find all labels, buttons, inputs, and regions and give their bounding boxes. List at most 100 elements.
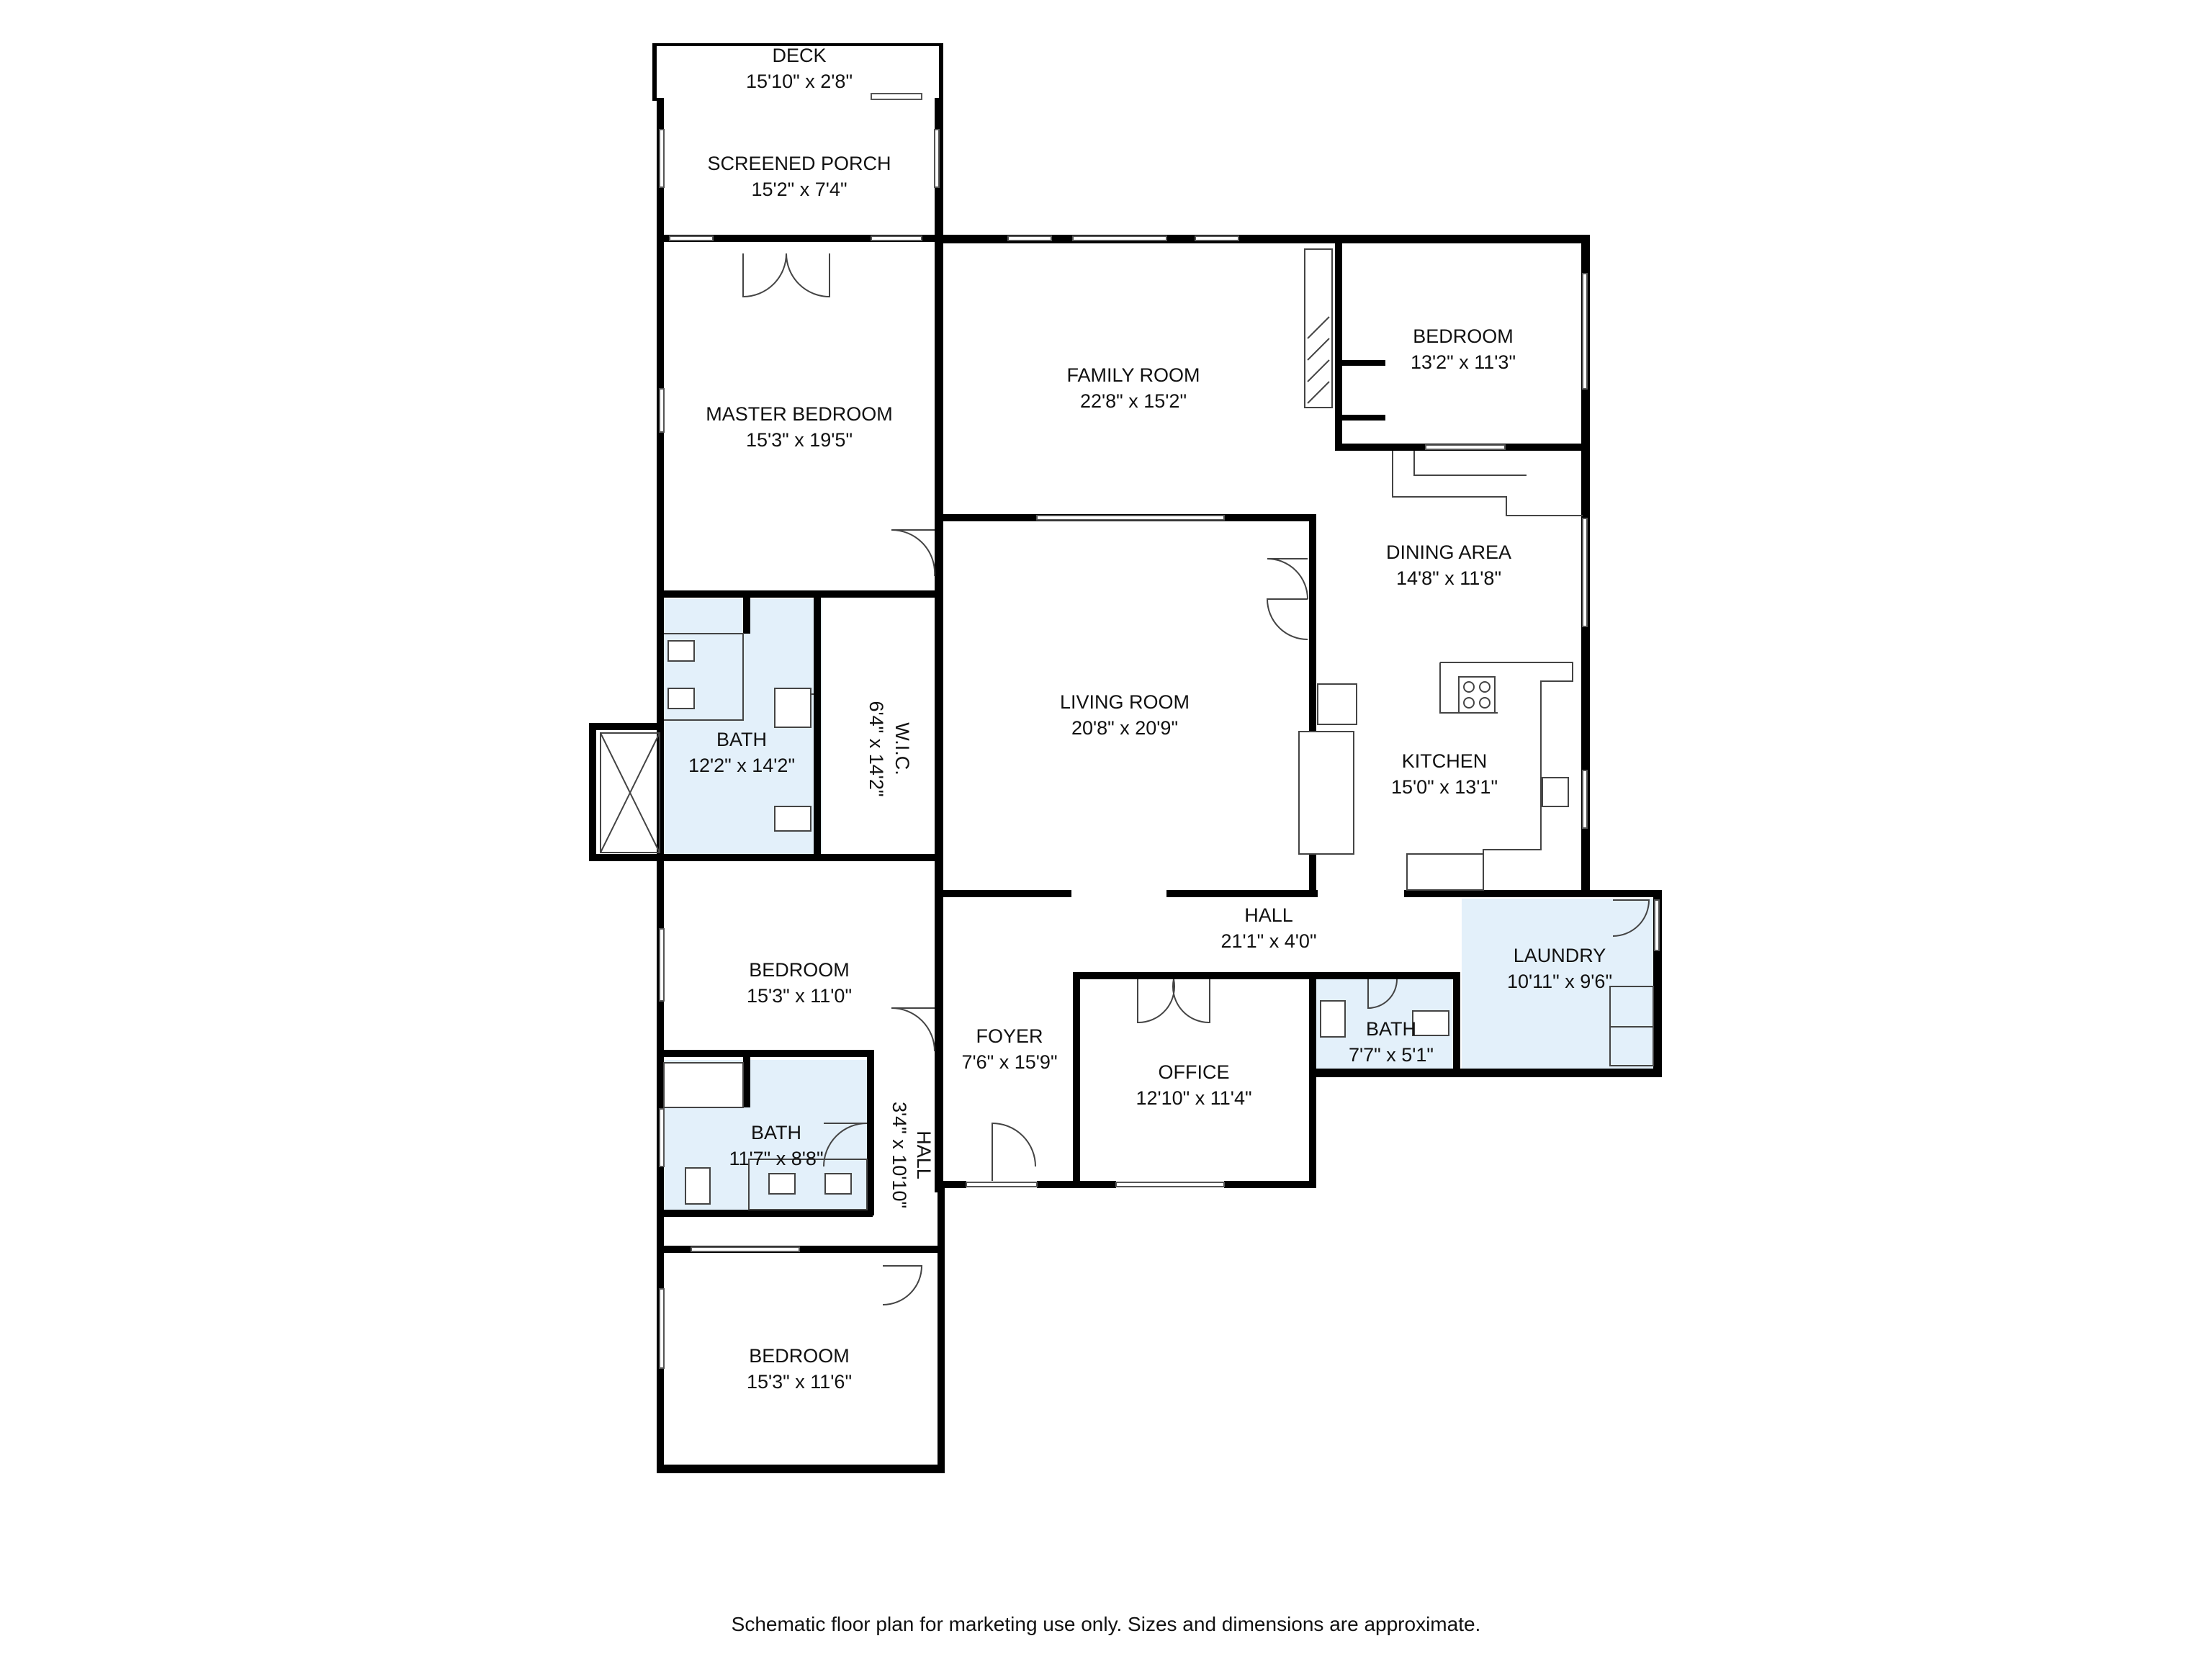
- room-dims-bedroom-w1: 15'3" x 11'0": [747, 985, 852, 1007]
- room-name-hall-main: HALL: [1244, 904, 1293, 926]
- room-name-bath-w: BATH: [751, 1122, 801, 1143]
- hall-top-wall-mid: [1166, 890, 1318, 897]
- room-dims-master-bath: 12'2" x 14'2": [688, 755, 795, 776]
- wic-left-wall: [814, 590, 821, 860]
- room-name-half-bath: BATH: [1366, 1018, 1416, 1040]
- kitchen-island: [1298, 731, 1354, 855]
- sink: [768, 1173, 796, 1195]
- room-name-bedroom-w1: BEDROOM: [749, 959, 850, 981]
- window: [1115, 1182, 1225, 1187]
- window: [934, 129, 940, 188]
- room-name-office: OFFICE: [1159, 1061, 1230, 1083]
- disclaimer-note: Schematic floor plan for marketing use o…: [731, 1613, 1481, 1635]
- vanity: [748, 1159, 868, 1210]
- shower-bump-top: [589, 723, 664, 730]
- bedroom-w1-bottom: [657, 1050, 873, 1057]
- room-dims-living-room: 20'8" x 20'9": [1071, 717, 1178, 739]
- room-name-bedroom-ne: BEDROOM: [1413, 325, 1514, 347]
- room-dims-wic: 6'4" x 14'2": [866, 701, 887, 796]
- bath-w-bottom: [657, 1210, 873, 1217]
- door-swing: [1612, 899, 1650, 937]
- window: [659, 928, 665, 1002]
- door-swing: [823, 1123, 868, 1167]
- burner: [1463, 681, 1475, 693]
- window: [1654, 899, 1660, 951]
- room-dims-family-room: 22'8" x 15'2": [1080, 390, 1187, 412]
- burner: [1479, 697, 1491, 709]
- room-name-bedroom-sw: BEDROOM: [749, 1345, 850, 1367]
- room-dims-deck: 15'10" x 2'8": [746, 71, 853, 92]
- room-name-master-bath: BATH: [716, 729, 767, 750]
- deck-wall-left: [652, 43, 657, 101]
- bath-w-right: [867, 1050, 874, 1215]
- doors: [742, 253, 1650, 1305]
- sink: [667, 640, 695, 662]
- foyer-bottom-wall-2: [1037, 1181, 1080, 1188]
- door-swing: [1172, 979, 1210, 1024]
- windows: [659, 93, 1660, 1369]
- office-bottom-wall-left: [1073, 1181, 1116, 1188]
- window: [871, 93, 922, 100]
- laundry-fill: [1462, 899, 1656, 1071]
- room-dims-half-bath: 7'7" x 5'1": [1349, 1044, 1434, 1066]
- door-swing: [1266, 598, 1308, 640]
- office-right-wall: [1309, 972, 1316, 1188]
- deck-wall-right: [939, 43, 943, 101]
- window: [1582, 273, 1588, 390]
- pantry: [1317, 683, 1357, 725]
- closet-wall-2: [1335, 415, 1385, 421]
- toilet: [774, 806, 811, 832]
- room-dims-hall-main: 21'1" x 4'0": [1220, 930, 1316, 952]
- window: [1582, 518, 1588, 627]
- door-swing: [992, 1122, 1036, 1181]
- window: [659, 129, 665, 188]
- office-top-wall: [1073, 972, 1316, 979]
- hall-top-wall-left: [935, 890, 1071, 897]
- master-right-wall: [935, 235, 943, 1192]
- office-bottom-wall-right: [1224, 1181, 1316, 1188]
- fireplace-hatch: [1307, 316, 1330, 404]
- room-dims-bath-w: 11'7" x 8'8": [729, 1148, 823, 1169]
- half-bath-top-wall: [1309, 972, 1460, 979]
- shower-bump-left: [589, 723, 596, 860]
- shower-bump-out: [600, 732, 660, 853]
- burner: [1479, 681, 1491, 693]
- window: [1582, 770, 1588, 829]
- window: [669, 235, 714, 241]
- room-dims-bedroom-ne: 13'2" x 11'3": [1411, 351, 1516, 373]
- window: [966, 1182, 1038, 1187]
- door-swing: [786, 253, 830, 298]
- west-bottom-wall: [657, 1465, 945, 1473]
- room-dims-foyer: 7'6" x 15'9": [961, 1051, 1057, 1073]
- dining-built-in: [1392, 451, 1583, 516]
- sink: [824, 1173, 852, 1195]
- porch-wall-bottom: [657, 235, 943, 242]
- window: [659, 1108, 665, 1167]
- door-swing: [882, 1265, 923, 1305]
- room-name-wic: W.I.C.: [891, 722, 913, 775]
- master-bath-inner: [743, 590, 750, 634]
- door-swing: [891, 1007, 935, 1052]
- room-name-living-room: LIVING ROOM: [1060, 691, 1190, 713]
- room-dims-office: 12'10" x 11'4": [1136, 1087, 1251, 1109]
- dryer: [1609, 1026, 1654, 1066]
- kitchen-bottom-counter: [1406, 853, 1484, 891]
- door-swing: [1267, 558, 1308, 600]
- shower-box: [774, 688, 811, 728]
- closet-wall: [1335, 360, 1385, 366]
- west-right-wall-lower: [938, 1181, 945, 1473]
- window: [1007, 235, 1052, 241]
- kitchen-sink: [1542, 777, 1569, 807]
- room-name-hall-side: HALL: [913, 1130, 935, 1179]
- door-swing: [891, 529, 936, 577]
- window: [1195, 235, 1239, 241]
- room-name-family-room: FAMILY ROOM: [1066, 364, 1200, 386]
- window: [1036, 515, 1225, 521]
- room-name-screened-porch: SCREENED PORCH: [707, 153, 891, 174]
- bath-w-tub-wall: [743, 1050, 750, 1107]
- room-dims-bedroom-sw: 15'3" x 11'6": [747, 1371, 852, 1393]
- bathtub: [663, 1062, 744, 1108]
- room-dims-screened-porch: 15'2" x 7'4": [751, 179, 847, 200]
- window: [1072, 235, 1167, 241]
- room-labels: DECK 15'10" x 2'8" SCREENED PORCH 15'2" …: [688, 45, 1612, 1393]
